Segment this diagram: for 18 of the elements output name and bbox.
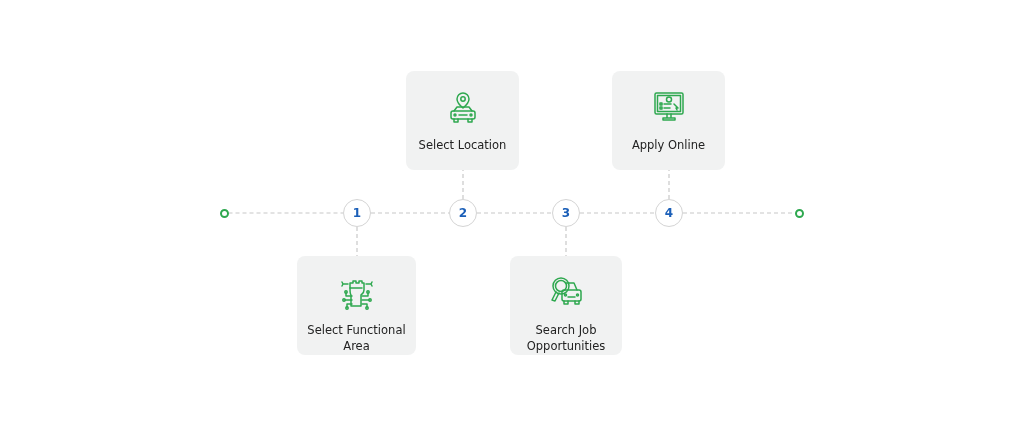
step-label: Search Job Opportunities [525, 322, 607, 354]
step-number: 4 [655, 199, 683, 227]
step-card [297, 256, 416, 355]
step-card [612, 71, 725, 170]
step-card [406, 71, 519, 170]
timeline-end-circle [219, 208, 229, 218]
step-label: Select Functional Area [306, 322, 407, 354]
step-card [510, 256, 622, 355]
step-number: 2 [449, 199, 477, 227]
connector-line [462, 169, 464, 200]
step-label: Apply Online [630, 137, 707, 153]
step-label: Select Location [417, 137, 508, 153]
connector-line [668, 169, 670, 200]
timeline-end-circle [794, 208, 804, 218]
step-number: 3 [552, 199, 580, 227]
step-number: 1 [343, 199, 371, 227]
connector-line [565, 226, 567, 257]
connector-line [356, 226, 358, 257]
